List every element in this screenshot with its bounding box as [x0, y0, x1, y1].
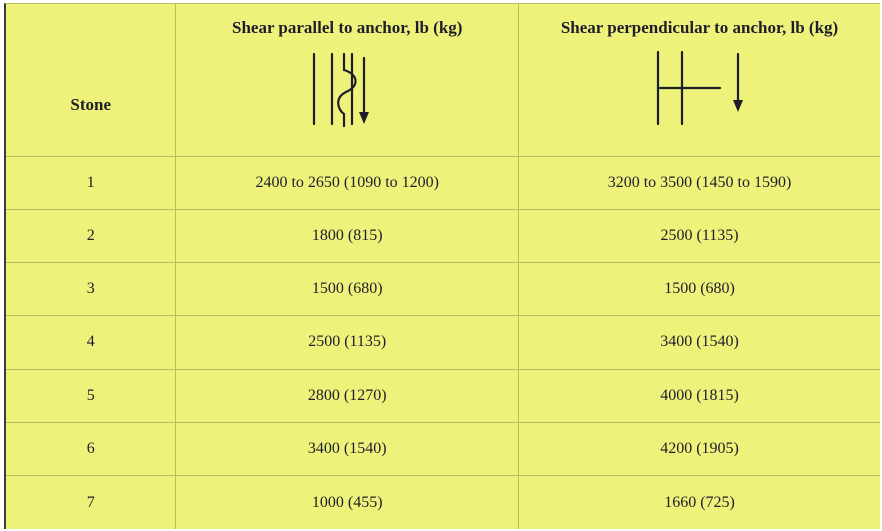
parallel-cell: 2800 (1270)	[175, 368, 519, 423]
header-perpendicular-cell: Shear perpendicular to anchor, lb (kg)	[518, 4, 880, 156]
perpendicular-cell: 4000 (1815)	[518, 368, 880, 423]
table-row: 4 2500 (1135) 3400 (1540)	[6, 315, 880, 370]
header-parallel: Shear parallel to anchor, lb (kg)	[231, 17, 463, 37]
shear-perpendicular-diagram-icon	[656, 50, 743, 125]
stone-cell: 4	[6, 315, 176, 370]
parallel-cell: 1500 (680)	[175, 262, 519, 316]
table-row: 3 1500 (680) 1500 (680)	[6, 262, 880, 316]
table-row: 7 1000 (455) 1660 (725)	[6, 475, 880, 529]
header-perpendicular: Shear perpendicular to anchor, lb (kg)	[560, 17, 839, 37]
parallel-cell: 1800 (815)	[175, 208, 519, 263]
stone-cell: 3	[6, 262, 176, 316]
stone-cell: 1	[6, 155, 176, 210]
parallel-cell: 1000 (455)	[175, 475, 519, 529]
table-row: 5 2800 (1270) 4000 (1815)	[6, 368, 880, 423]
perpendicular-cell: 1660 (725)	[518, 475, 880, 529]
perpendicular-cell: 3200 to 3500 (1450 to 1590)	[518, 155, 880, 210]
perpendicular-cell: 3400 (1540)	[518, 315, 880, 370]
parallel-cell: 3400 (1540)	[175, 421, 519, 476]
stone-cell: 6	[6, 421, 176, 476]
header-stone: Stone	[70, 94, 112, 114]
shear-parallel-diagram-icon	[313, 52, 370, 127]
perpendicular-cell: 1500 (680)	[518, 262, 880, 316]
header-row: Stone Shear parallel to anchor, lb (kg)	[6, 4, 880, 156]
table-row: 2 1800 (815) 2500 (1135)	[6, 208, 880, 263]
table-row: 1 2400 to 2650 (1090 to 1200) 3200 to 35…	[6, 155, 880, 210]
shear-strength-table: Stone Shear parallel to anchor, lb (kg)	[4, 3, 880, 529]
perpendicular-cell: 2500 (1135)	[518, 208, 880, 263]
data-table: Stone Shear parallel to anchor, lb (kg)	[6, 4, 880, 529]
table-row: 6 3400 (1540) 4200 (1905)	[6, 421, 880, 476]
stone-cell: 2	[6, 208, 176, 263]
parallel-cell: 2400 to 2650 (1090 to 1200)	[175, 155, 519, 210]
perpendicular-cell: 4200 (1905)	[518, 421, 880, 476]
stone-cell: 5	[6, 368, 176, 423]
header-parallel-cell: Shear parallel to anchor, lb (kg)	[175, 4, 519, 156]
stone-cell: 7	[6, 475, 176, 529]
parallel-cell: 2500 (1135)	[175, 315, 519, 370]
